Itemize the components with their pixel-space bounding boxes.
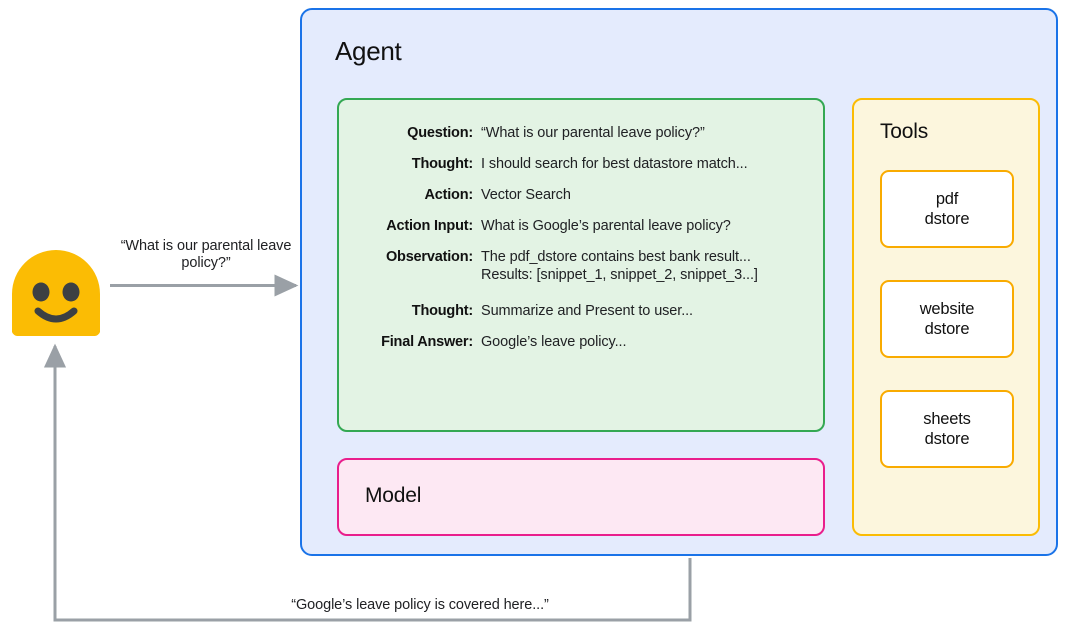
tool-card-type: dstore [924,430,970,448]
tool-card-name: pdf [935,190,959,208]
tools-panel: Tools pdf dstore website dstore sheets dstore [852,98,1040,536]
model-panel: Model [337,458,825,536]
tool-card-type: dstore [924,210,970,228]
trace-row: Thought: I should search for best datasto… [339,155,823,173]
tools-list: pdf dstore website dstore sheets dstore [880,170,1014,468]
agent-response-label: “Google’s leave policy is covered here..… [291,597,549,613]
trace-row-label: Action Input: [386,218,473,234]
user-request-label: “What is our parental leave policy?” [120,238,292,271]
trace-row-label: Thought: [411,303,473,319]
trace-row-value: The pdf_dstore contains best bank result… [481,249,751,265]
trace-row: Action: Vector Search [339,186,823,204]
avatar-smile [34,307,78,323]
reasoning-trace-panel: Question: “What is our parental leave pol… [337,98,825,432]
trace-row: Thought: Summarize and Present to user... [339,302,823,320]
trace-row: Question: “What is our parental leave pol… [339,124,823,142]
trace-row-label: Action: [424,187,473,203]
avatar-head-shape [12,250,100,336]
trace-row-value: Vector Search [481,187,571,203]
trace-row: Final Answer: Google’s leave policy... [339,333,823,351]
tool-card-name: website [919,300,975,318]
model-title: Model [365,484,422,507]
trace-row-label: Observation: [385,249,473,265]
trace-row-value: I should search for best datastore match… [481,156,748,172]
agent-container: Agent Question: “What is our parental lea… [300,8,1058,556]
agent-title: Agent [335,36,402,66]
trace-row-value: What is Google’s parental leave policy? [481,218,731,234]
trace-row-value: “What is our parental leave policy?” [481,125,705,141]
trace-row-label: Thought: [411,156,473,172]
trace-row-label: Final Answer: [381,334,473,350]
tool-card-name: sheets [923,410,971,428]
trace-row-value: Summarize and Present to user... [481,303,693,319]
trace-row: Observation: The pdf_dstore contains best… [339,248,823,284]
trace-row-value-secondary: Results: [snippet_1, snippet_2, snippet_… [481,267,758,283]
avatar-left-eye [32,282,50,302]
trace-row-label: Question: [407,125,473,141]
smiley-face-avatar-icon [12,250,100,336]
tool-card[interactable]: sheets dstore [880,390,1014,468]
avatar-right-eye [62,282,80,302]
trace-row-value: Google’s leave policy... [481,334,627,350]
tool-card-type: dstore [924,320,970,338]
tool-card[interactable]: pdf dstore [880,170,1014,248]
tool-card[interactable]: website dstore [880,280,1014,358]
reasoning-trace-rows: Question: “What is our parental leave pol… [339,124,823,364]
trace-row: Action Input: What is Google’s parental l… [339,217,823,235]
tools-title: Tools [880,120,929,143]
